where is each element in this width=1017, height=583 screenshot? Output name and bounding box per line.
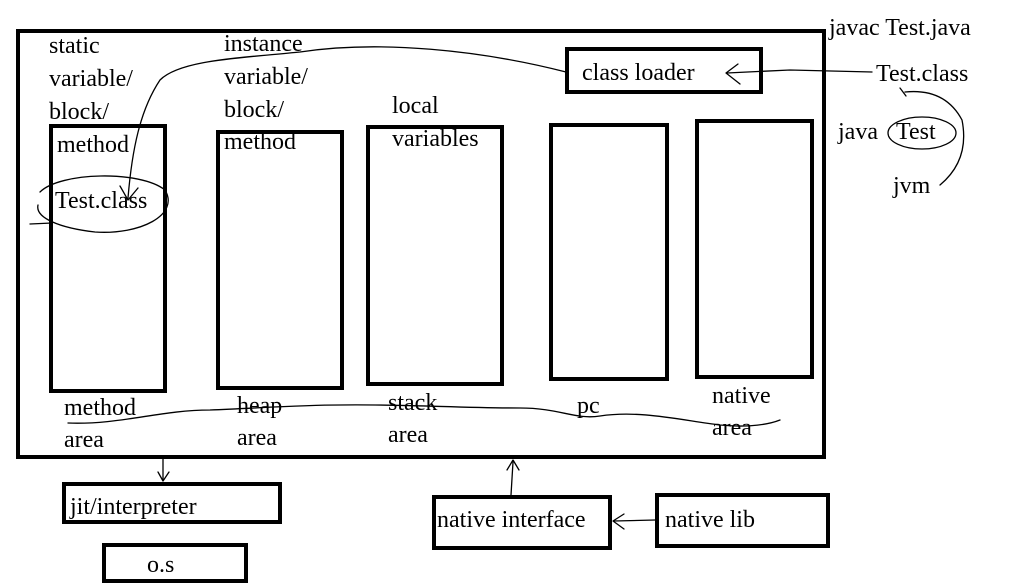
container-to-jit-arrowhead xyxy=(157,471,170,482)
pc-box xyxy=(549,123,669,381)
native-interface-box xyxy=(432,495,612,550)
interface-to-container-arrowhead xyxy=(506,459,520,471)
jvm-container xyxy=(16,29,826,459)
jit-interpreter-label: jit/interpreter xyxy=(70,494,197,520)
native-area-box xyxy=(695,119,814,379)
lib-to-interface-arrow xyxy=(613,519,656,522)
run-command-java: java xyxy=(838,119,878,145)
interface-to-container-arrow xyxy=(510,461,514,496)
class-file-label: Test.class xyxy=(876,61,969,87)
method-area-box xyxy=(49,124,167,393)
method-area-top-label-2: variable/ xyxy=(49,66,133,92)
heap-area-top-label-3: block/ xyxy=(224,97,284,123)
run-command-test: Test xyxy=(896,119,936,145)
method-area-content: Test.class xyxy=(55,188,148,214)
lib-to-interface-arrowhead xyxy=(612,513,625,530)
method-area-bottom-label-2: area xyxy=(64,427,104,453)
method-area-bottom-label-1: method xyxy=(64,395,136,421)
native-area-bottom-label-2: area xyxy=(712,415,752,441)
os-box xyxy=(102,543,248,583)
heap-area-bottom-label-1: heap xyxy=(237,393,283,419)
heap-area-box xyxy=(216,130,344,390)
native-lib-box xyxy=(655,493,830,548)
class-loader-label: class loader xyxy=(582,60,695,86)
heap-area-top-label-2: variable/ xyxy=(224,64,308,90)
heap-area-top-label-1: instance xyxy=(224,31,303,57)
compile-command: javac Test.java xyxy=(829,15,971,41)
jit-interpreter-box xyxy=(62,482,282,524)
native-area-bottom-label-1: native xyxy=(712,383,771,409)
heap-area-inside-label: method xyxy=(224,129,296,155)
native-lib-label: native lib xyxy=(665,507,755,533)
stack-area-inside-label-1: local xyxy=(392,93,439,119)
method-area-top-label-1: static xyxy=(49,33,100,59)
os-label: o.s xyxy=(147,552,175,578)
method-area-inside-label: method xyxy=(57,132,129,158)
stack-area-bottom-label-1: stack xyxy=(388,390,438,416)
stack-area-bottom-label-2: area xyxy=(388,422,428,448)
pc-label: pc xyxy=(577,393,600,419)
heap-area-bottom-label-2: area xyxy=(237,425,277,451)
native-interface-label: native interface xyxy=(437,507,586,533)
method-area-top-label-3: block/ xyxy=(49,99,109,125)
stack-area-inside-label-2: variables xyxy=(392,126,479,152)
stack-area-box xyxy=(366,125,504,386)
jvm-label: jvm xyxy=(893,173,931,199)
